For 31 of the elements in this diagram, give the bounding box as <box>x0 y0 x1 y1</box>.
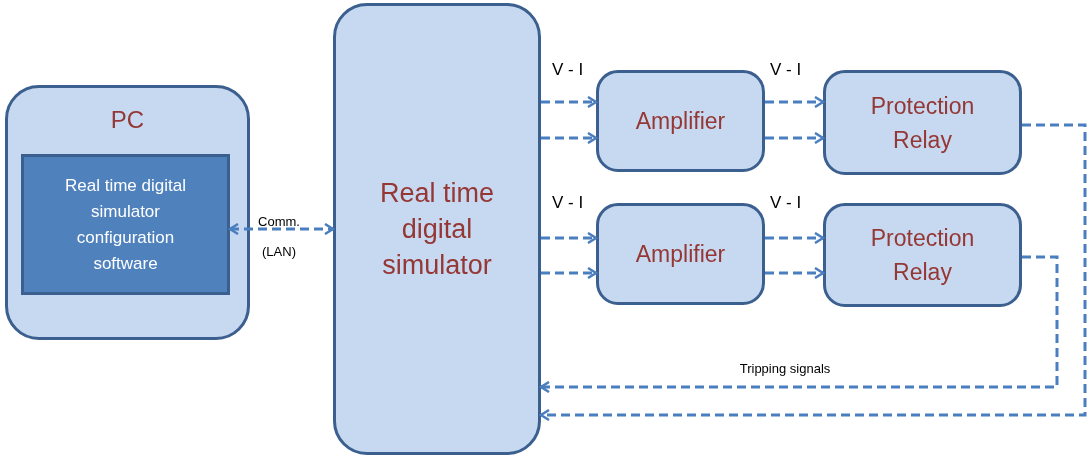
signal-label: V - I <box>770 60 802 80</box>
amplifier-box <box>596 70 765 172</box>
dashed-arrow <box>765 231 825 245</box>
node-label: Amplifier <box>635 239 726 269</box>
edge-label: Tripping signals <box>738 360 832 378</box>
signal-label: V - I <box>552 193 584 213</box>
dashed-arrow <box>765 266 825 280</box>
node-label: Protection Relay <box>869 224 976 287</box>
software-box <box>21 154 230 295</box>
dashed-arrow <box>539 255 1059 394</box>
dashed-arrow <box>541 95 598 109</box>
computer-box <box>5 85 250 340</box>
node-label: Real time digital simulator <box>378 177 495 282</box>
node-label: Amplifier <box>635 106 726 136</box>
dashed-arrow <box>541 231 598 245</box>
node-label: Real time digital simulator configuration software <box>64 174 187 275</box>
node-label: PC <box>110 105 145 135</box>
dashed-arrow <box>541 131 598 145</box>
edge-label: Comm. (LAN) <box>257 213 301 261</box>
relay-box <box>823 70 1022 175</box>
dashed-arrow <box>541 266 598 280</box>
signal-label: V - I <box>552 60 584 80</box>
dashed-arrow <box>765 95 825 109</box>
node-label: Protection Relay <box>869 91 976 155</box>
simulator-box <box>333 3 541 455</box>
dashed-arrow <box>765 131 825 145</box>
dashed-arrow <box>228 222 335 236</box>
signal-label: V - I <box>770 193 802 213</box>
amplifier-box <box>596 203 765 305</box>
dashed-arrow <box>539 123 1087 422</box>
relay-box <box>823 203 1022 307</box>
